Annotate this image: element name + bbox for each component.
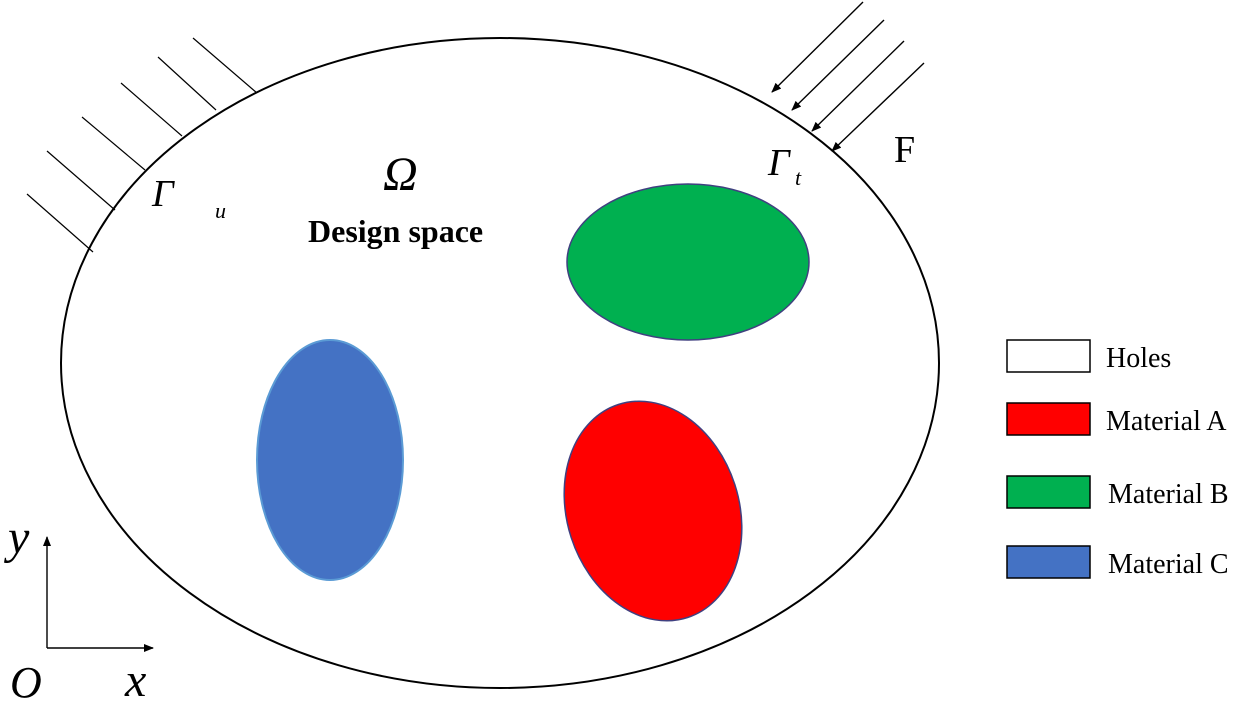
legend-label-material-a: Material A (1106, 406, 1227, 437)
design-space-label: Design space (308, 213, 483, 249)
material-a-region (563, 400, 743, 622)
legend-item-holes: Holes (1006, 339, 1171, 374)
origin-label: O (10, 658, 42, 701)
legend-item-material-c: Material C (1006, 545, 1229, 580)
legend-swatch-material-a (1006, 402, 1091, 436)
x-axis-label: x (124, 654, 146, 701)
legend-item-material-a: Material A (1006, 402, 1227, 437)
force-label: F (894, 129, 915, 171)
legend-label-material-b: Material B (1108, 479, 1229, 510)
legend-label-material-c: Material C (1108, 549, 1229, 580)
legend: Holes Material A Material B Material C (1006, 339, 1229, 580)
legend-item-material-b: Material B (1006, 475, 1229, 510)
gamma-t-subscript: t (795, 165, 802, 190)
material-c-region (256, 339, 404, 581)
design-domain-boundary (60, 37, 940, 689)
legend-swatch-material-b (1006, 475, 1091, 509)
legend-swatch-holes (1006, 339, 1091, 373)
traction-arrows (771, 1, 925, 152)
fixed-support-hatching (26, 37, 258, 253)
coordinate-axes (43, 536, 154, 652)
y-axis-label: y (3, 511, 30, 564)
legend-label-holes: Holes (1106, 343, 1171, 374)
gamma-t-label: Γ (767, 142, 791, 184)
gamma-u-label: Γ (151, 173, 175, 215)
omega-symbol: Ω (383, 148, 418, 201)
gamma-u-subscript: u (215, 198, 226, 223)
legend-swatch-material-c (1006, 545, 1091, 579)
material-b-region (566, 183, 810, 341)
